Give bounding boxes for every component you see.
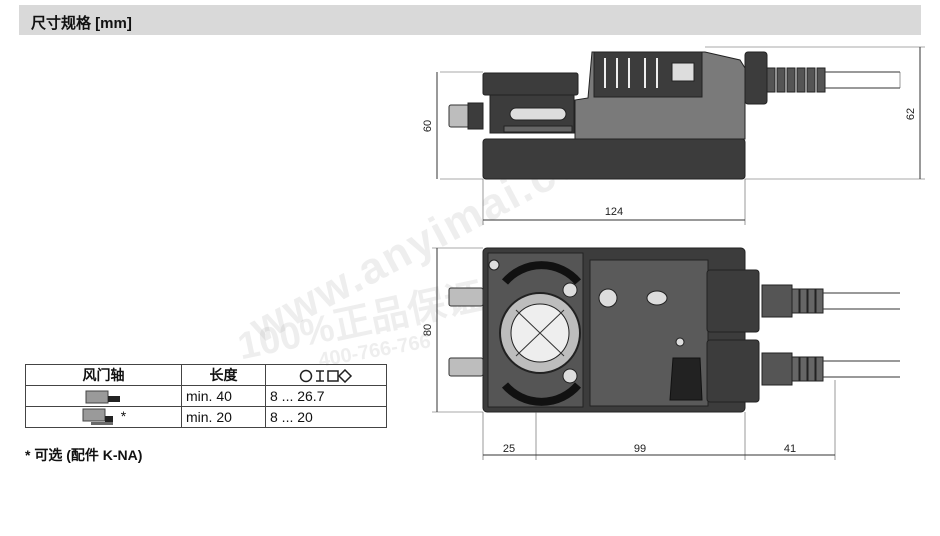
optional-mark: * xyxy=(120,407,127,424)
dim-height-side: 60 xyxy=(422,120,434,132)
front-shaft-bottom xyxy=(448,357,484,377)
flat-shaft-icon xyxy=(316,370,324,382)
side-view: 60 62 124 xyxy=(422,46,925,225)
row-range: 8 ... 26.7 xyxy=(265,385,387,407)
front-led xyxy=(675,337,685,347)
front-knob-1 xyxy=(598,288,618,308)
shaft-short-cell: * xyxy=(25,406,182,428)
shaft-spec-table: 风门轴 长度 min. 40 8 ... 26.7 xyxy=(25,364,387,428)
square-shaft-icon xyxy=(327,370,339,382)
header-length: 长度 xyxy=(181,364,266,386)
dim-width-top: 124 xyxy=(605,206,623,218)
dim-height-total: 62 xyxy=(905,108,917,120)
round-shaft-icon xyxy=(299,369,313,383)
front-cable-top xyxy=(761,284,900,318)
front-connector-bottom xyxy=(706,339,760,403)
side-connector-box xyxy=(671,62,695,82)
side-clamp-slot xyxy=(509,107,567,121)
dim-seg-right: 41 xyxy=(784,443,796,455)
side-shaft-end xyxy=(467,102,484,130)
front-screw-small xyxy=(488,259,500,271)
front-clamp-v xyxy=(515,309,565,357)
front-connector-top xyxy=(706,269,760,333)
front-screw-top xyxy=(562,282,578,298)
front-knob-2 xyxy=(646,290,668,306)
side-cable xyxy=(825,71,900,89)
row-length: min. 20 xyxy=(181,406,266,428)
shaft-shape-icons xyxy=(299,369,353,384)
dim-seg-mid: 99 xyxy=(634,443,646,455)
short-shaft-icon xyxy=(82,408,113,426)
side-top-cap xyxy=(482,72,579,96)
side-vents xyxy=(604,58,658,88)
table-row: * min. 20 8 ... 20 xyxy=(25,406,387,428)
front-screw-bottom xyxy=(562,368,578,384)
front-view: 80 25 99 41 xyxy=(422,247,900,460)
front-gear-top xyxy=(501,261,582,285)
dim-depth-front: 80 xyxy=(422,324,434,336)
front-gear-bottom xyxy=(501,382,582,406)
row-length: min. 40 xyxy=(181,385,266,407)
section-header: 尺寸规格 [mm] xyxy=(19,5,921,35)
header-damper-shaft: 风门轴 xyxy=(25,364,182,386)
table-header-row: 风门轴 长度 xyxy=(25,364,387,386)
dim-seg-left: 25 xyxy=(503,443,515,455)
footnote: * 可选 (配件 K-NA) xyxy=(25,447,143,463)
front-cable-bottom xyxy=(761,352,900,386)
side-cable-gland xyxy=(744,51,768,105)
long-shaft-icon xyxy=(85,390,120,404)
table-row: min. 40 8 ... 26.7 xyxy=(25,385,387,407)
side-base xyxy=(482,138,746,180)
side-cable-ribs xyxy=(766,67,826,93)
header-shaft-shape xyxy=(265,364,387,386)
diamond-shaft-icon xyxy=(337,369,353,384)
section-title: 尺寸规格 [mm] xyxy=(31,15,132,32)
row-range: 8 ... 20 xyxy=(265,406,387,428)
side-gear-strip xyxy=(503,125,573,133)
front-switch xyxy=(669,357,703,401)
front-shaft-top xyxy=(448,287,484,307)
shaft-long-cell xyxy=(25,385,182,407)
